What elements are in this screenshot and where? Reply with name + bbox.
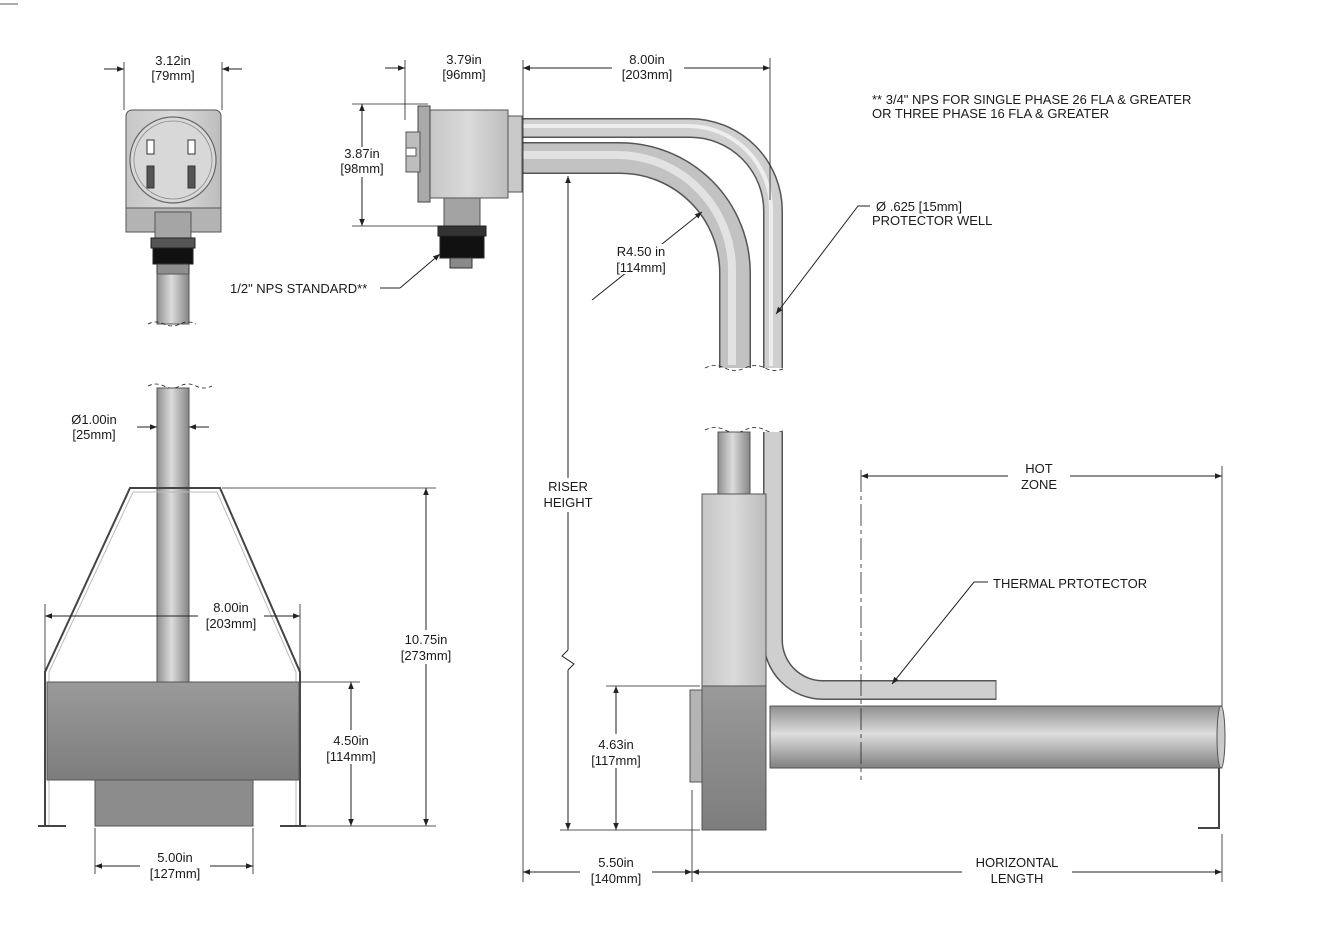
conduit-note-line2: OR THREE PHASE 16 FLA & GREATER <box>872 106 1109 121</box>
box-front-view <box>125 109 222 327</box>
dim-head-height-mm: [98mm] <box>340 161 383 176</box>
hot-zone-line1: HOT <box>1025 461 1053 476</box>
dim-element-height-mm: [117mm] <box>591 753 641 768</box>
dim-sheath-diameter-in: Ø1.00in <box>71 412 117 427</box>
dim-overall-height-mm: [273mm] <box>401 648 452 663</box>
dim-base-width-in: 5.00in <box>157 850 192 865</box>
thermal-protector-label: THERMAL PRTOTECTOR <box>993 576 1147 591</box>
dim-block-height-mm: [114mm] <box>326 749 376 764</box>
dim-hot-zone: HOT ZONE <box>861 460 1222 494</box>
dim-guard-width-in: 8.00in <box>213 600 248 615</box>
horizontal-length-line2: LENGTH <box>991 871 1044 886</box>
nps-standard-label: 1/2" NPS STANDARD** <box>230 281 367 296</box>
horizontal-length-line1: HORIZONTAL <box>976 855 1059 870</box>
dim-head-height-in: 3.87in <box>344 146 379 161</box>
dim-guard-width-mm: [203mm] <box>206 616 257 631</box>
thermal-protector-note: THERMAL PRTOTECTOR <box>891 576 1147 685</box>
protector-well-note: Ø .625 [15mm] PROTECTOR WELL <box>775 199 992 315</box>
dim-element-height: 4.63in [117mm] <box>584 685 700 830</box>
head-side-view <box>405 105 786 371</box>
dim-horizontal-length: HORIZONTAL LENGTH <box>692 834 1223 888</box>
riser-height-line2: HEIGHT <box>543 495 592 510</box>
conduit-note-line1: ** 3/4" NPS FOR SINGLE PHASE 26 FLA & GR… <box>872 92 1191 107</box>
dim-overall-height-in: 10.75in <box>405 632 448 647</box>
dim-head-depth-in: 3.79in <box>446 52 481 67</box>
dim-bend-reach: 8.00in [203mm] <box>523 52 771 200</box>
protector-well-line1: Ø .625 [15mm] <box>876 199 962 214</box>
dim-riser-height: RISER HEIGHT <box>536 176 700 831</box>
hot-zone-line2: ZONE <box>1021 477 1057 492</box>
dim-bend-radius-mm: [114mm] <box>616 260 666 275</box>
dim-box-width: 3.12in [79mm] <box>104 53 242 110</box>
conduit-note: ** 3/4" NPS FOR SINGLE PHASE 26 FLA & GR… <box>872 92 1191 121</box>
dim-offset-in: 5.50in <box>598 855 633 870</box>
dim-block-height: 4.50in [114mm] <box>300 681 384 826</box>
dim-block-height-in: 4.50in <box>333 733 368 748</box>
bend-radius-note: R4.50 in [114mm] <box>591 211 703 301</box>
dim-offset: 5.50in [140mm] <box>522 112 693 888</box>
dim-box-width-mm: [79mm] <box>151 68 194 83</box>
dim-sheath-diameter: Ø1.00in [25mm] <box>71 412 209 442</box>
dim-head-height: 3.87in [98mm] <box>335 103 444 227</box>
dim-sheath-diameter-mm: [25mm] <box>72 427 115 442</box>
dim-base-width: 5.00in [127mm] <box>94 828 254 882</box>
dim-offset-mm: [140mm] <box>591 871 642 886</box>
riser-height-line1: RISER <box>548 479 588 494</box>
dim-bend-reach-mm: [203mm] <box>622 67 673 82</box>
dim-bend-radius-in: R4.50 in <box>617 244 665 259</box>
protector-well-line2: PROTECTOR WELL <box>872 213 992 228</box>
dim-base-width-mm: [127mm] <box>150 866 201 881</box>
dim-box-width-in: 3.12in <box>155 53 190 68</box>
nps-note: 1/2" NPS STANDARD** <box>230 253 441 296</box>
dim-bend-reach-in: 8.00in <box>629 52 664 67</box>
dim-head-depth-mm: [96mm] <box>442 67 485 82</box>
dim-element-height-in: 4.63in <box>598 737 633 752</box>
dim-overall-height: 10.75in [273mm] <box>222 487 462 827</box>
dim-guard-width: 8.00in [203mm] <box>44 600 301 672</box>
heater-side-view <box>689 427 1226 831</box>
guard-front-view <box>38 383 306 827</box>
